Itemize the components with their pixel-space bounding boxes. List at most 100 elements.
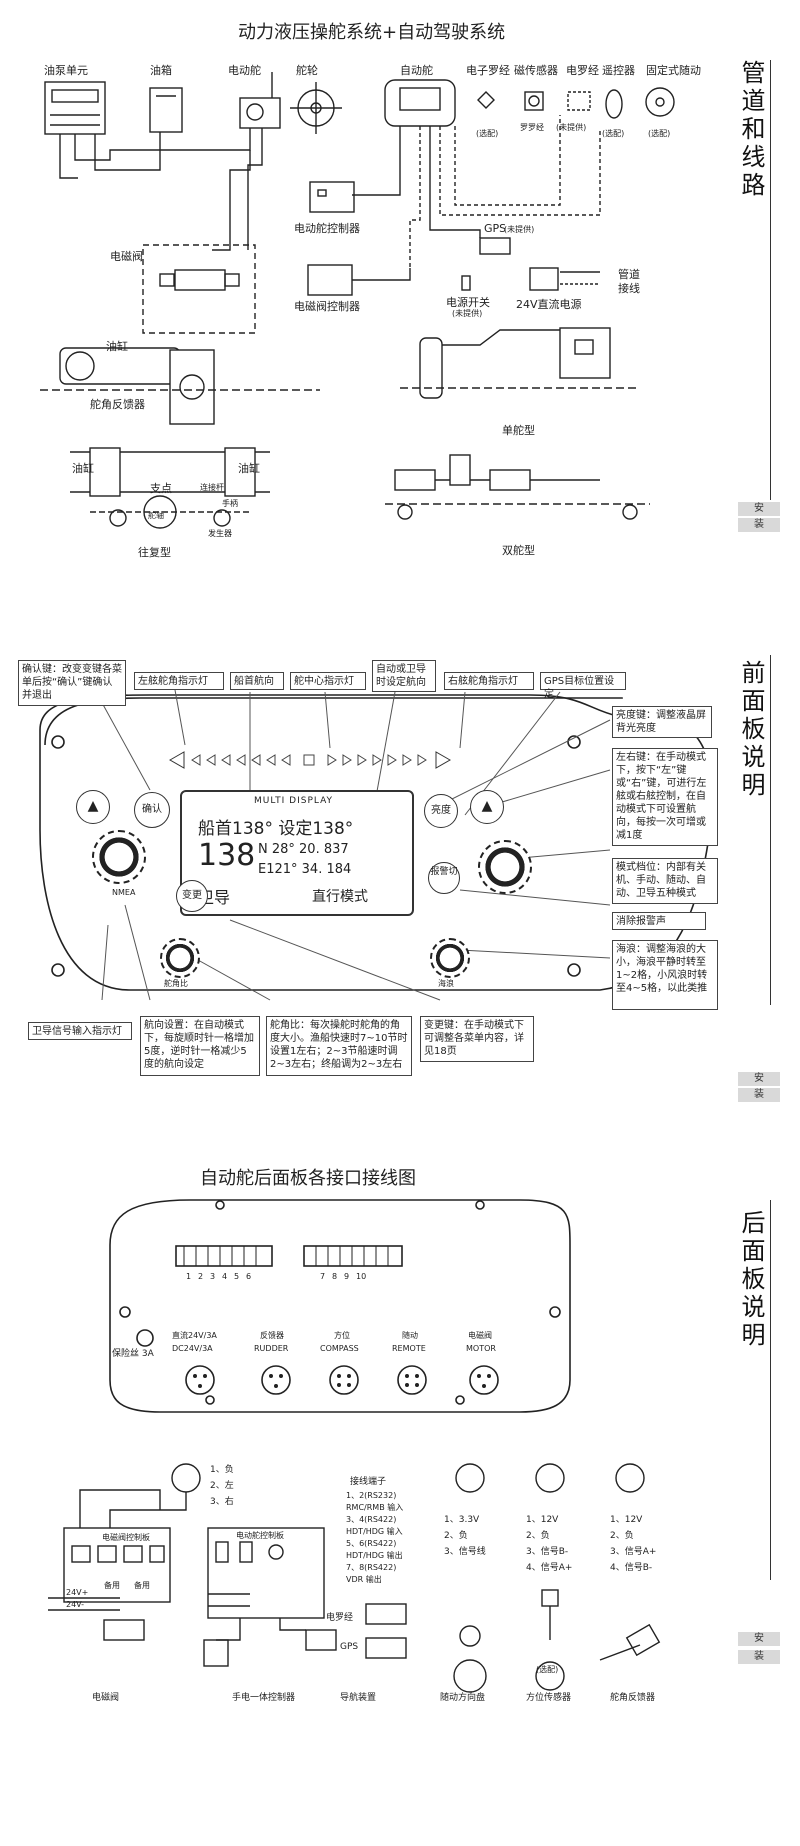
nmea-label: NMEA [112, 888, 136, 897]
port-remote-cn: 随动 [402, 1331, 418, 1340]
terminal-list-8: VDR 输出 [346, 1575, 382, 1584]
terminal-1: 1 [186, 1272, 192, 1281]
brightness-button[interactable]: 亮度 [424, 794, 458, 828]
label-cyl-left: 油缸 [72, 462, 94, 475]
label-reciprocating: 往复型 [138, 546, 171, 559]
label-cylinder: 油缸 [106, 340, 128, 353]
plug3-1: 1、12V [526, 1515, 559, 1525]
label-motor-rudder: 电动舵 [228, 64, 261, 77]
ratio-knob[interactable] [160, 938, 200, 978]
left-arrow-button[interactable]: ▲ [76, 790, 110, 824]
mode-knob[interactable] [478, 840, 532, 894]
plug4-4: 4、信号B- [610, 1563, 653, 1573]
plug3-4: 4、信号A+ [526, 1563, 573, 1573]
lcd-mode-text: 直行模式 [312, 889, 368, 905]
plug2-3: 3、信号线 [444, 1547, 486, 1557]
label-solenoid: 电磁阀 [110, 250, 143, 263]
confirm-button[interactable]: 确认 [134, 792, 170, 828]
spare1-label: 备用 [104, 1581, 120, 1590]
callout-mode: 模式档位：内部有关机、手动、随动、自动、卫导五种模式 [612, 858, 718, 904]
solenoid-panel-label: 电磁阀控制板 [102, 1533, 150, 1542]
section3-tab-1: 安 [738, 1632, 780, 1646]
plug4-3: 3、信号A+ [610, 1547, 657, 1557]
label-linkage: 连接杆 [200, 483, 224, 492]
label-remote: 遥控器 [602, 64, 635, 77]
section1-title: 动力液压操舵系统+自动驾驶系统 [238, 22, 506, 43]
section3-divider [770, 1200, 771, 1580]
port-rudder-cn: 反馈器 [260, 1331, 284, 1340]
fuse-label: 保险丝 3A [112, 1349, 154, 1359]
plug1-2: 2、左 [210, 1481, 234, 1491]
label-power-np: (未提供) [452, 309, 483, 318]
callout-heading: 船首航向 [230, 672, 284, 690]
v24b-label: 24V- [66, 1600, 85, 1609]
terminal-list-5: 5、6(RS422) [346, 1539, 397, 1548]
callout-left-led: 左舷舵角指示灯 [134, 672, 224, 690]
course-knob[interactable] [92, 830, 146, 884]
led-arrow-row [191, 754, 427, 766]
plug3-2: 2、负 [526, 1531, 550, 1541]
plug4-1: 1、12V [610, 1515, 643, 1525]
right-arrow-button[interactable]: ▲ [470, 790, 504, 824]
bottom-label-solenoid: 电磁阀 [92, 1693, 120, 1703]
callout-brightness: 亮度键：调整液晶屏背光亮度 [612, 706, 712, 738]
bottom-label-nav: 导航装置 [340, 1693, 377, 1703]
label-double: 双舵型 [502, 544, 535, 557]
callout-center-led: 舵中心指示灯 [290, 672, 366, 690]
motor-panel-label: 电动舵控制板 [236, 1531, 284, 1540]
terminal-list-7: 7、8(RS422) [346, 1563, 397, 1572]
section2-divider [770, 655, 771, 1005]
callout-right-led: 右舷舵角指示灯 [444, 672, 534, 690]
label-pump: 油泵单元 [44, 64, 88, 77]
port-compass-en: COMPASS [320, 1344, 359, 1353]
label-optional1: (选配) [476, 129, 499, 138]
label-wheel: 舵轮 [296, 64, 318, 77]
lcd-lat: N 28° 20. 837 [258, 842, 349, 857]
label-gps-np: (未提供) [504, 225, 535, 234]
terminal-3: 3 [210, 1272, 216, 1281]
section2-tab-2: 装 [738, 1088, 780, 1102]
callout-alarm: 消除报警声 [612, 912, 706, 930]
lcd-display: MULTI DISPLAY 船首138° 设定138° 138 N 28° 20… [180, 790, 414, 916]
label-rod: 舵轴 [148, 511, 164, 520]
port-dc-cn: 直流24V/3A [172, 1331, 217, 1340]
label-pipe: 管道 [618, 268, 640, 281]
section3-tab-2: 装 [738, 1650, 780, 1664]
port-motor-en: MOTOR [466, 1344, 496, 1353]
callout-course-set: 航向设置：在自动模式下，每旋顺时针一格增加5度，逆时针一格减少5度的航向设定 [140, 1016, 260, 1076]
plug2-1: 1、3.3V [444, 1515, 480, 1525]
plug4-2: 2、负 [610, 1531, 634, 1541]
brightness-button-label: 亮度 [431, 805, 451, 816]
callout-confirm: 确认键：改变变键各菜单后按“确认”键确认并退出 [18, 660, 126, 706]
section2-side-title: 前面板说明 [737, 660, 765, 800]
change-button-label: 变更 [182, 890, 202, 901]
section3-title: 自动舵后面板各接口接线图 [200, 1168, 416, 1189]
terminal-list-3: 3、4(RS422) [346, 1515, 397, 1524]
terminal-9: 9 [344, 1272, 350, 1281]
terminal-7: 7 [320, 1272, 326, 1281]
confirm-button-label: 确认 [142, 804, 162, 815]
callout-ratio: 舵角比：每次操舵时舵角的角度大小。渔船快速时7~10节时设置1左右；2~3节船速… [266, 1016, 412, 1076]
sea-knob[interactable] [430, 938, 470, 978]
label-motor-ctrl: 电动舵控制器 [294, 222, 360, 235]
lcd-lon: E121° 34. 184 [258, 862, 352, 877]
port-remote-en: REMOTE [392, 1344, 426, 1353]
terminal-4: 4 [222, 1272, 228, 1281]
plug3-3: 3、信号B- [526, 1547, 569, 1557]
label-not-provided: (未提供) [556, 123, 587, 132]
ratio-knob-label: 舵角比 [164, 979, 188, 988]
terminal-list-1: 1、2(RS232) [346, 1491, 397, 1500]
terminal-title: 接线端子 [350, 1477, 387, 1487]
section1-hydraulic-diagram [40, 72, 675, 529]
section1-tab-1: 安 [738, 502, 780, 516]
callout-sea: 海浪：调整海浪的大小，海浪平静时转至1~2格，小风浪时转至4~5格，以此类推 [612, 940, 718, 1010]
section1-tab-2: 装 [738, 518, 780, 532]
alarm-button[interactable]: 报警切 [428, 862, 460, 894]
label-optional2: (选配) [602, 129, 625, 138]
change-button[interactable]: 变更 [176, 880, 208, 912]
terminal-5: 5 [234, 1272, 240, 1281]
label-gps: GPS [484, 222, 507, 235]
bottom-label-follow: 随动方向盘 [440, 1693, 486, 1703]
label-dc24: 24V直流电源 [516, 298, 582, 311]
